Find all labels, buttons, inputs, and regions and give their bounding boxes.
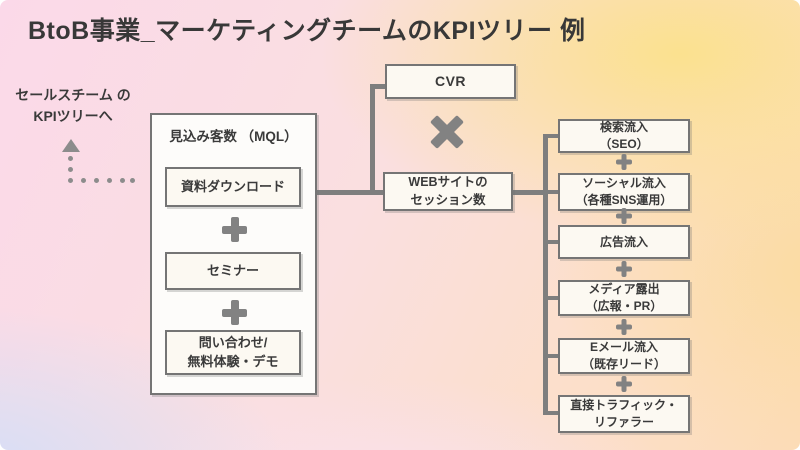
arrow-up-icon	[62, 139, 80, 152]
mql-title-line1: 見込み客数	[169, 129, 237, 144]
channel-email: Eメール流入 （既存リード）	[558, 338, 690, 374]
plus-icon	[222, 217, 247, 242]
branch-channel-2	[543, 190, 558, 194]
branch-channel-4	[543, 296, 558, 300]
branch-channel-6	[543, 411, 558, 415]
branch-channel-5	[543, 354, 558, 358]
plus-icon	[616, 208, 632, 224]
sales-team-note-line1: セールスチーム	[15, 87, 113, 103]
connector-cvr-horizontal	[370, 84, 386, 89]
mql-item-seminar: セミナー	[165, 252, 301, 290]
mql-item-download: 資料ダウンロード	[165, 167, 301, 207]
plus-icon	[616, 154, 632, 170]
connector-mql-to-web	[316, 190, 384, 195]
web-sessions-box: WEBサイトの セッション数	[383, 172, 513, 211]
connector-web-to-trunk	[511, 190, 548, 195]
plus-icon	[222, 300, 247, 325]
sales-team-note-line2: のKPIツリーへ	[33, 87, 131, 124]
channel-ads: 広告流入	[558, 225, 690, 259]
plus-icon	[616, 376, 632, 392]
mql-item-inquiry: 問い合わせ/ 無料体験・デモ	[165, 330, 301, 375]
plus-icon	[616, 261, 632, 277]
connector-trunk	[543, 134, 548, 415]
connector-cvr-vertical	[370, 84, 375, 192]
branch-channel-3	[543, 240, 558, 244]
mql-group-box: 見込み客数 （MQL） 資料ダウンロード セミナー 問い合わせ/ 無料体験・デモ	[150, 113, 317, 395]
sales-team-note: セールスチーム のKPIツリーへ	[6, 85, 140, 127]
multiply-icon: ×	[430, 115, 464, 149]
page-title: BtoB事業_マーケティングチームのKPIツリー 例	[28, 17, 586, 45]
mql-title: 見込み客数 （MQL）	[152, 127, 315, 147]
plus-icon	[616, 319, 632, 335]
channel-direct-referral: 直接トラフィック・ リファラー	[558, 395, 690, 433]
channel-social: ソーシャル流入 （各種SNS運用）	[558, 173, 690, 211]
cvr-box: CVR	[385, 64, 516, 99]
branch-channel-1	[543, 134, 558, 138]
cvr-label: CVR	[434, 72, 467, 89]
mql-title-line2: （MQL）	[240, 129, 298, 144]
channel-search-seo: 検索流入 （SEO）	[558, 119, 690, 153]
channel-media-pr: メディア露出 （広報・PR）	[558, 280, 690, 316]
